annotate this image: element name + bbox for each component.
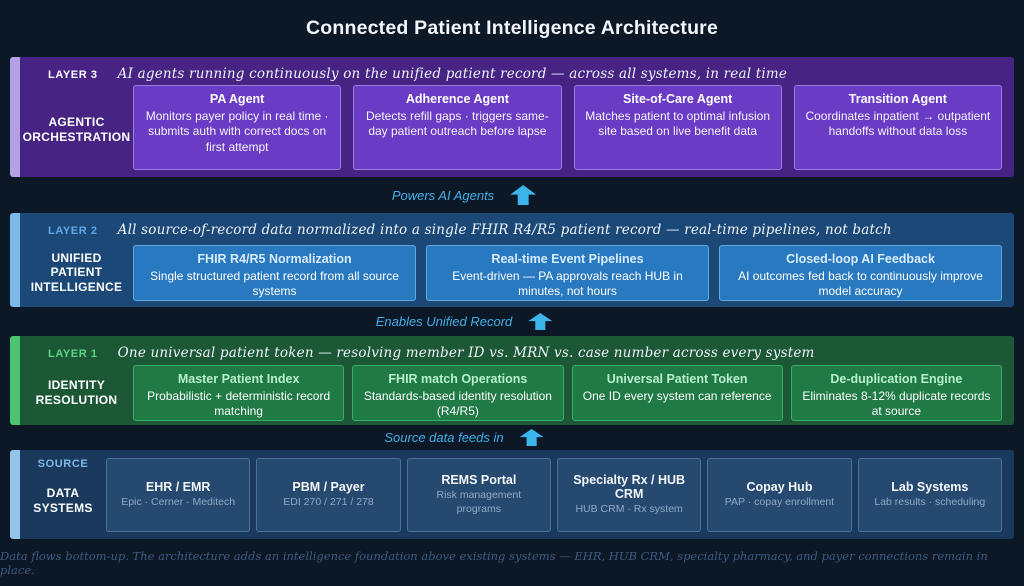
card-title: Lab Systems	[891, 479, 969, 494]
card-title: Transition Agent	[848, 92, 947, 106]
source-content: SOURCE DATA SYSTEMS EHR / EMR Epic · Cer…	[20, 450, 1014, 539]
source-accent-bar	[10, 450, 20, 539]
layer-1-body: IDENTITY RESOLUTION Master Patient Index…	[20, 361, 1014, 425]
card-fhir-match-operations: FHIR match Operations Standards-based id…	[352, 365, 564, 421]
card-title: EHR / EMR	[145, 479, 211, 494]
layer-2-unified-patient-intelligence-band: LAYER 2 All source-of-record data normal…	[10, 213, 1014, 307]
arrow-label: Source data feeds in	[384, 430, 504, 445]
card-body: Eliminates 8-12% duplicate records at so…	[802, 389, 991, 419]
card-deduplication-engine: De-duplication Engine Eliminates 8-12% d…	[790, 365, 1002, 421]
card-body: One ID every system can reference	[582, 389, 772, 403]
card-body: PAP · copay enrollment	[724, 495, 835, 508]
title-bar: Connected Patient Intelligence Architect…	[0, 0, 1024, 57]
arrow-label: Enables Unified Record	[375, 314, 513, 329]
card-body: Epic · Cerner · Meditech	[121, 495, 236, 508]
card-title: PBM / Payer	[292, 479, 365, 494]
card-body: Risk management programs	[436, 489, 522, 515]
layer-1-accent-bar	[10, 336, 20, 425]
layer-3-content: LAYER 3 AI agents running continuously o…	[20, 57, 1014, 177]
layer-2-description: All source-of-record data normalized int…	[117, 222, 892, 238]
card-title: FHIR match Operations	[388, 372, 528, 386]
card-body: Single structured patient record from al…	[150, 268, 399, 298]
card-copay-hub: Copay Hub PAP · copay enrollment	[707, 457, 852, 532]
page-title: Connected Patient Intelligence Architect…	[305, 17, 719, 39]
card-title: PA Agent	[209, 92, 265, 106]
card-pa-agent: PA Agent Monitors payer policy in real t…	[133, 85, 342, 170]
card-body: Matches patient to optimal infusion site…	[585, 109, 771, 139]
layer-2-header: LAYER 2 All source-of-record data normal…	[20, 213, 1014, 238]
up-arrow-icon	[519, 429, 544, 446]
up-arrow-icon	[528, 313, 553, 330]
card-body: Coordinates inpatient → outpatient hando…	[805, 109, 991, 139]
layer-3-description: AI agents running continuously on the un…	[117, 66, 788, 82]
card-body: Event-driven — PA approvals reach HUB in…	[452, 268, 683, 298]
card-master-patient-index: Master Patient Index Probabilistic + det…	[133, 365, 345, 421]
layer-3-accent-bar	[10, 57, 20, 177]
card-universal-patient-token: Universal Patient Token One ID every sys…	[571, 365, 783, 421]
card-title: Master Patient Index	[177, 372, 300, 386]
card-title: Universal Patient Token	[606, 372, 748, 386]
card-adherence-agent: Adherence Agent Detects refill gaps · tr…	[353, 85, 562, 170]
card-body: AI outcomes fed back to continuously imp…	[738, 268, 983, 298]
card-title: Real-time Event Pipelines	[491, 251, 644, 266]
card-body: EDI 270 / 271 / 278	[283, 495, 374, 508]
card-pbm-payer: PBM / Payer EDI 270 / 271 / 278	[256, 457, 401, 532]
layer-1-side-label: IDENTITY RESOLUTION	[35, 378, 118, 407]
card-title: REMS Portal	[441, 473, 517, 488]
layer-1-identity-resolution-band: LAYER 1 One universal patient token — re…	[10, 336, 1014, 425]
card-rems-portal: REMS Portal Risk management programs	[406, 457, 551, 532]
layer-1-cards: Master Patient Index Probabilistic + det…	[133, 365, 1014, 421]
source-side-label: DATA SYSTEMS	[33, 485, 93, 515]
card-body: Probabilistic + deterministic record mat…	[147, 389, 331, 419]
layer-1-description: One universal patient token — resolving …	[117, 345, 815, 361]
layer-2-cards: FHIR R4/R5 Normalization Single structur…	[133, 244, 1014, 301]
card-title: De-duplication Engine	[830, 372, 963, 386]
layer-1-content: LAYER 1 One universal patient token — re…	[20, 336, 1014, 425]
layer-2-side-label: UNIFIED PATIENT INTELLIGENCE	[30, 250, 123, 294]
card-title: Specialty Rx / HUB CRM	[573, 472, 686, 501]
arrow-source-data-feeds-in: Source data feeds in	[0, 425, 976, 450]
source-data-systems-band: SOURCE DATA SYSTEMS EHR / EMR Epic · Cer…	[10, 450, 1014, 539]
card-ehr-emr: EHR / EMR Epic · Cerner · Meditech	[106, 457, 251, 532]
card-body: Standards-based identity resolution (R4/…	[363, 389, 552, 419]
card-specialty-rx-hub-crm: Specialty Rx / HUB CRM HUB CRM · Rx syst…	[556, 457, 702, 532]
layer-3-side-label: AGENTIC ORCHESTRATION	[22, 114, 131, 144]
card-body: HUB CRM · Rx system	[575, 502, 683, 515]
arrow-powers-ai-agents: Powers AI Agents	[0, 177, 976, 213]
card-title: Adherence Agent	[405, 92, 509, 106]
layer-3-agentic-orchestration-band: LAYER 3 AI agents running continuously o…	[10, 57, 1014, 177]
layer-1-chip: LAYER 1	[48, 348, 98, 360]
card-closed-loop-ai-feedback: Closed-loop AI Feedback AI outcomes fed …	[719, 244, 1002, 301]
layer-2-content: LAYER 2 All source-of-record data normal…	[20, 213, 1014, 307]
card-transition-agent: Transition Agent Coordinates inpatient →…	[793, 85, 1002, 170]
up-arrow-icon	[510, 185, 537, 205]
card-realtime-event-pipelines: Real-time Event Pipelines Event-driven —…	[426, 244, 709, 301]
layer-1-header: LAYER 1 One universal patient token — re…	[20, 336, 1014, 361]
card-site-of-care-agent: Site-of-Care Agent Matches patient to op…	[573, 85, 782, 170]
source-cards: EHR / EMR Epic · Cerner · Meditech PBM /…	[106, 450, 1014, 539]
layer-3-body: AGENTIC ORCHESTRATION PA Agent Monitors …	[20, 82, 1014, 177]
card-body: Lab results · scheduling	[874, 495, 986, 508]
layer-2-body: UNIFIED PATIENT INTELLIGENCE FHIR R4/R5 …	[20, 238, 1014, 307]
card-title: Closed-loop AI Feedback	[786, 251, 935, 266]
layer-3-header: LAYER 3 AI agents running continuously o…	[20, 57, 1014, 82]
arrow-enables-unified-record: Enables Unified Record	[0, 307, 976, 336]
source-chip: SOURCE	[37, 458, 89, 470]
card-body: Detects refill gaps · triggers same-day …	[366, 109, 549, 139]
card-fhir-normalization: FHIR R4/R5 Normalization Single structur…	[133, 244, 416, 301]
card-title: Copay Hub	[746, 479, 813, 494]
source-sidebar: SOURCE DATA SYSTEMS	[20, 450, 106, 539]
layer-3-chip: LAYER 3	[48, 69, 98, 81]
card-title: FHIR R4/R5 Normalization	[197, 251, 352, 266]
card-title: Site-of-Care Agent	[622, 92, 733, 106]
layer-3-cards: PA Agent Monitors payer policy in real t…	[133, 85, 1014, 170]
arrow-label: Powers AI Agents	[391, 187, 495, 203]
card-lab-systems: Lab Systems Lab results · scheduling	[857, 457, 1002, 532]
card-body: Monitors payer policy in real time · sub…	[145, 109, 329, 154]
footer-note: Data flows bottom-up. The architecture a…	[0, 548, 988, 577]
layer-2-chip: LAYER 2	[48, 225, 98, 237]
footer-note-area: Data flows bottom-up. The architecture a…	[0, 539, 1024, 586]
layer-2-accent-bar	[10, 213, 20, 307]
